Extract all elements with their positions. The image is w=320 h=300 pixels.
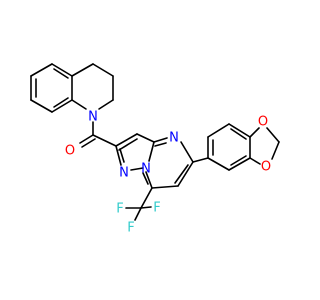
nitrogen-atom-label: N: [169, 131, 179, 146]
bond: [271, 141, 280, 160]
molecule-diagram: N O N N N O O F F F: [30, 63, 280, 236]
bond: [119, 148, 125, 163]
bond: [51, 99, 73, 113]
bond: [92, 63, 114, 77]
bond: [140, 187, 153, 209]
bond: [142, 172, 149, 185]
bond: [92, 134, 117, 147]
bond: [51, 63, 73, 77]
bond: [130, 167, 144, 171]
bond: [180, 141, 194, 163]
bond: [71, 99, 87, 110]
bond: [174, 164, 189, 184]
bond: [249, 157, 261, 165]
nitrogen-atom-label: N: [141, 162, 151, 177]
bond: [266, 127, 280, 143]
bond: [230, 128, 247, 140]
oxygen-atom-label: O: [261, 160, 271, 175]
nitrogen-atom-label: N: [119, 166, 129, 181]
bond: [79, 134, 94, 144]
bond: [53, 68, 69, 79]
fluorine-atom-label: F: [127, 221, 134, 236]
bond: [151, 185, 179, 189]
bonds: [30, 63, 280, 221]
bond: [134, 207, 142, 221]
bond: [153, 137, 168, 143]
oxygen-atom-label: O: [258, 115, 268, 130]
structure-svg: N O N N N O O F F F: [30, 63, 280, 236]
bond: [207, 157, 230, 171]
bond: [98, 99, 114, 110]
bond: [115, 133, 138, 147]
bond: [192, 157, 209, 163]
fluorine-atom-label: F: [116, 202, 123, 217]
bond: [249, 127, 260, 138]
bond: [230, 155, 247, 166]
bond: [228, 123, 251, 138]
bond: [71, 63, 94, 77]
bond: [140, 206, 152, 209]
bond: [154, 142, 167, 147]
fluorine-atom-label: F: [153, 201, 160, 216]
bond: [118, 138, 138, 151]
atom-labels: N O N N N O O F F F: [65, 110, 271, 236]
bond: [145, 171, 153, 189]
bond: [30, 63, 53, 77]
bond: [115, 145, 122, 166]
bond: [81, 138, 96, 148]
bond: [228, 157, 251, 171]
oxygen-atom-label: O: [65, 144, 75, 159]
bond: [148, 141, 155, 162]
bond: [207, 123, 230, 138]
nitrogen-atom-label: N: [88, 110, 98, 125]
bond: [30, 99, 53, 113]
bond: [53, 97, 69, 108]
bond: [136, 133, 155, 143]
bond: [177, 161, 194, 187]
